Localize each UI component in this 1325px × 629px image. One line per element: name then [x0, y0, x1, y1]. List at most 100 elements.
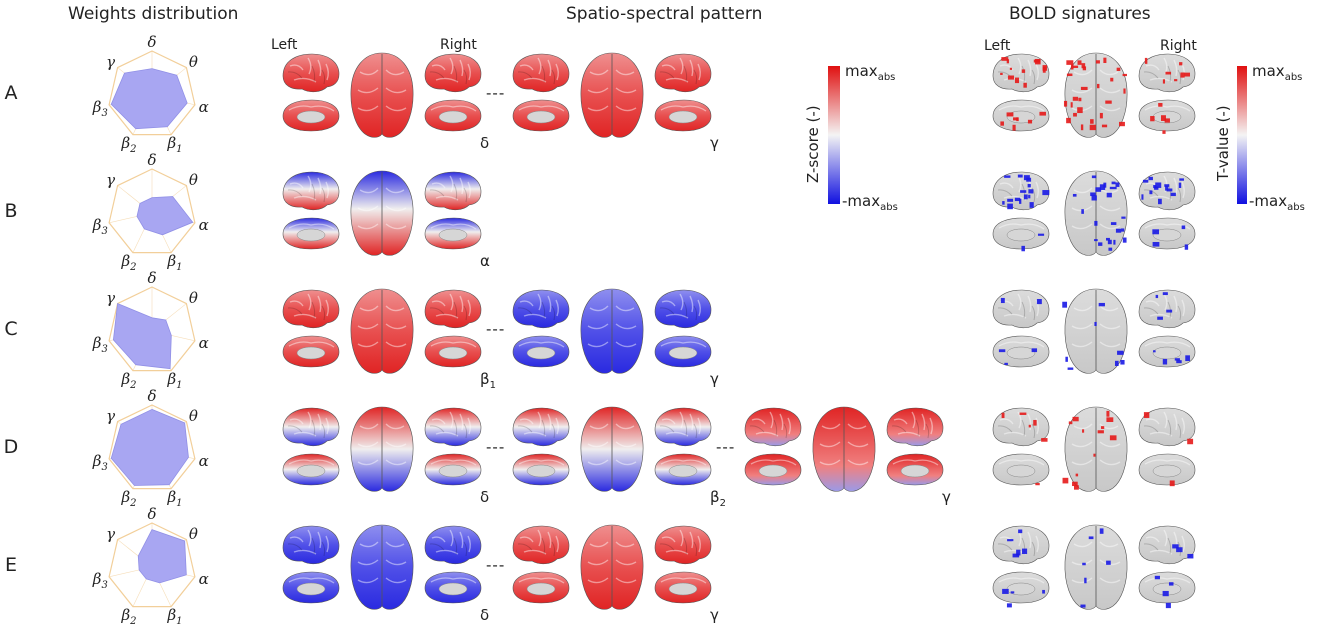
pattern-C-1-right-medial: [424, 335, 482, 368]
pattern-D-3-right-medial: [886, 453, 944, 486]
zscore-min: -maxabs: [842, 192, 898, 213]
bold-B-activations: [1002, 174, 1189, 252]
radar-E-axis-label: β3: [92, 570, 108, 591]
radar-C-axis-label: θ: [189, 289, 198, 307]
pattern-C-1: [282, 288, 482, 374]
radar-A-axis-label: δ: [147, 33, 156, 51]
radar-C-axis-label: α: [199, 334, 209, 352]
radar-D-axis-label: γ: [106, 407, 115, 425]
pattern-E-1-right-medial: [424, 571, 482, 604]
pattern-E-2-left-lateral: [512, 525, 570, 565]
radar-D-frame: [108, 404, 196, 490]
pattern-D-1-dorsal: [350, 406, 414, 492]
pattern-B-1-right-medial: [424, 217, 482, 250]
radar-E-frame: [108, 522, 196, 608]
band-label-B-1: α: [480, 252, 490, 270]
bold-C: [992, 288, 1196, 374]
bold-C-dorsal: [1064, 288, 1128, 374]
pattern-A-2-dorsal: [580, 52, 644, 138]
bold-label-left: Left: [984, 38, 1011, 54]
pattern-E-1: [282, 524, 482, 610]
pattern-A-1-dorsal: [350, 52, 414, 138]
radar-D-axis-label: δ: [147, 387, 156, 405]
band-label-E-2: γ: [710, 606, 719, 624]
row-label-E: E: [4, 554, 17, 576]
band-label-C-2: γ: [710, 370, 719, 388]
pattern-D-3-left-medial: [744, 453, 802, 486]
pattern-D-1-left-lateral: [282, 407, 340, 447]
zscore-colorbar: [828, 66, 840, 204]
pattern-A-2-left-medial: [512, 99, 570, 132]
bold-D-activations: [1001, 410, 1194, 490]
radar-A-axis-label: β3: [92, 98, 108, 119]
bold-D-dorsal: [1064, 406, 1128, 492]
pattern-E-1-dorsal: [350, 524, 414, 610]
band-label-D-2: β2: [710, 488, 726, 509]
pattern-B-1-left-medial: [282, 217, 340, 250]
pattern-E-2-right-medial: [654, 571, 712, 604]
pattern-C-1-right-lateral: [424, 289, 482, 329]
pattern-D-1-left-medial: [282, 453, 340, 486]
radar-E-axis-label: θ: [189, 525, 198, 543]
pattern-B-1-right-lateral: [424, 171, 482, 211]
pattern-A-1-left-medial: [282, 99, 340, 132]
row-label-D: D: [3, 436, 19, 458]
bold-D-right-medial: [1138, 453, 1196, 486]
pattern-E-2-right-lateral: [654, 525, 712, 565]
pattern-D-2: [512, 406, 712, 492]
pattern-A-1-right-lateral: [424, 53, 482, 93]
pattern-D-1-right-lateral: [424, 407, 482, 447]
radar-E-axis-label: γ: [106, 525, 115, 543]
radar-E-weights: [137, 529, 187, 584]
tvalue-title: T-value (-): [1214, 105, 1232, 181]
bold-A-right-medial: [1138, 99, 1196, 132]
pattern-C-1-dorsal: [350, 288, 414, 374]
separator-D-2: ---: [716, 438, 736, 456]
radar-A-weights: [110, 68, 188, 130]
pattern-D-3-dorsal: [812, 406, 876, 492]
radar-E-axis-label: δ: [147, 505, 156, 523]
radar-C-weights: [112, 302, 172, 370]
separator-A-1: ---: [486, 84, 506, 102]
bold-C-right-lateral: [1138, 289, 1196, 329]
pattern-C-2-left-lateral: [512, 289, 570, 329]
radar-A-axis-label: γ: [106, 53, 115, 71]
radar-E-axis-label: β1: [166, 606, 182, 627]
label-left: Left: [271, 37, 298, 53]
radar-B-frame: [108, 168, 196, 254]
radar-A-frame: [108, 50, 196, 136]
radar-A-axis-label: α: [199, 98, 209, 116]
pattern-B-1: [282, 170, 482, 256]
pattern-D-3: [744, 406, 944, 492]
bold-C-activations: [998, 292, 1190, 370]
row-label-A: A: [4, 82, 18, 104]
label-right: Right: [440, 37, 477, 53]
radar-D-axis-label: α: [199, 452, 209, 470]
pattern-A-1-right-medial: [424, 99, 482, 132]
header-weights: Weights distribution: [68, 4, 239, 24]
radar-E-axis-label: α: [199, 570, 209, 588]
bold-D-right-lateral: [1138, 407, 1196, 447]
bold-D-left-medial: [992, 453, 1050, 486]
pattern-A-2-right-medial: [654, 99, 712, 132]
pattern-B-1-dorsal: [350, 170, 414, 256]
pattern-D-3-left-lateral: [744, 407, 802, 447]
pattern-E-2: [512, 524, 712, 610]
pattern-A-2: [512, 52, 712, 138]
pattern-E-2-left-medial: [512, 571, 570, 604]
pattern-B-1-left-lateral: [282, 171, 340, 211]
band-label-E-1: δ: [480, 606, 490, 624]
band-label-D-1: δ: [480, 488, 490, 506]
pattern-D-2-left-medial: [512, 453, 570, 486]
bold-A-left-lateral: [992, 53, 1050, 93]
pattern-C-2-right-medial: [654, 335, 712, 368]
separator-D-1: ---: [486, 438, 506, 456]
radar-B-axis-label: α: [199, 216, 209, 234]
bold-C-left-medial: [992, 335, 1050, 368]
band-label-A-1: δ: [480, 134, 490, 152]
radar-C-axis-label: β3: [92, 334, 108, 355]
pattern-E-1-left-medial: [282, 571, 340, 604]
